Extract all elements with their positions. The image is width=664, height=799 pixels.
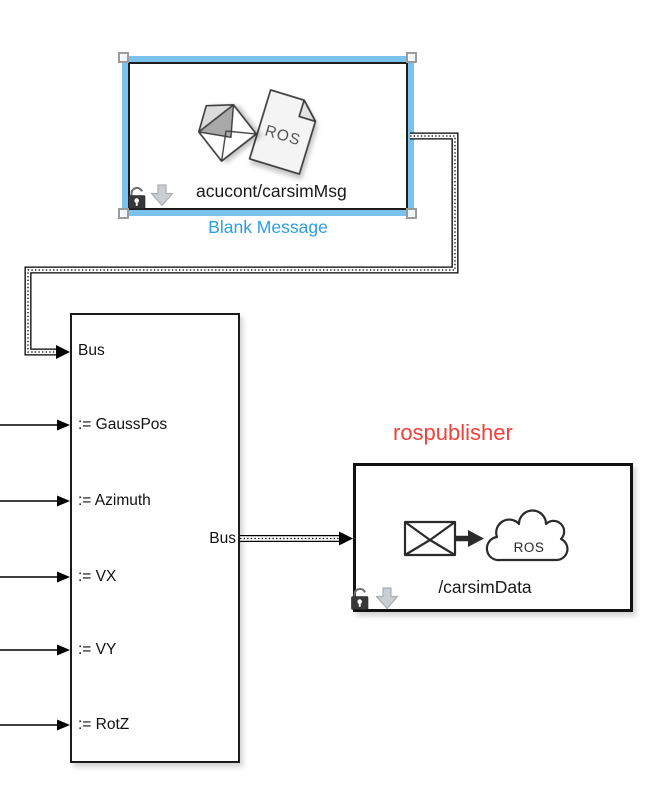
port-label-vx: := VX xyxy=(78,568,117,585)
port-label-gausspos: := GaussPos xyxy=(78,416,168,433)
selection-handle-top-right[interactable] xyxy=(406,52,417,63)
port-label-rotz: := RotZ xyxy=(78,716,130,733)
port-label-azimuth: := Azimuth xyxy=(78,492,151,509)
message-wire-bus-to-publisher[interactable] xyxy=(240,531,353,546)
selection-handle-top-left[interactable] xyxy=(118,52,129,63)
selection-handle-bottom-left[interactable] xyxy=(118,208,129,219)
signal-arrowheads xyxy=(57,419,70,731)
selection-handle-bottom-right[interactable] xyxy=(406,208,417,219)
port-label-bus-out: Bus xyxy=(209,530,236,547)
publisher-name-label[interactable]: rospublisher xyxy=(393,420,513,445)
publisher-topic-label: /carsimData xyxy=(438,577,532,597)
port-label-bus-in: Bus xyxy=(78,342,105,359)
wire-arrowhead xyxy=(339,531,353,546)
signal-wires-left[interactable] xyxy=(0,424,58,726)
wire-arrowhead xyxy=(56,345,70,359)
blank-message-type-label: acucont/carsimMsg xyxy=(196,181,347,201)
blank-message-name-label[interactable]: Blank Message xyxy=(208,217,328,237)
bus-assignment-block[interactable] xyxy=(70,313,240,763)
port-label-vy: := VY xyxy=(78,641,117,658)
